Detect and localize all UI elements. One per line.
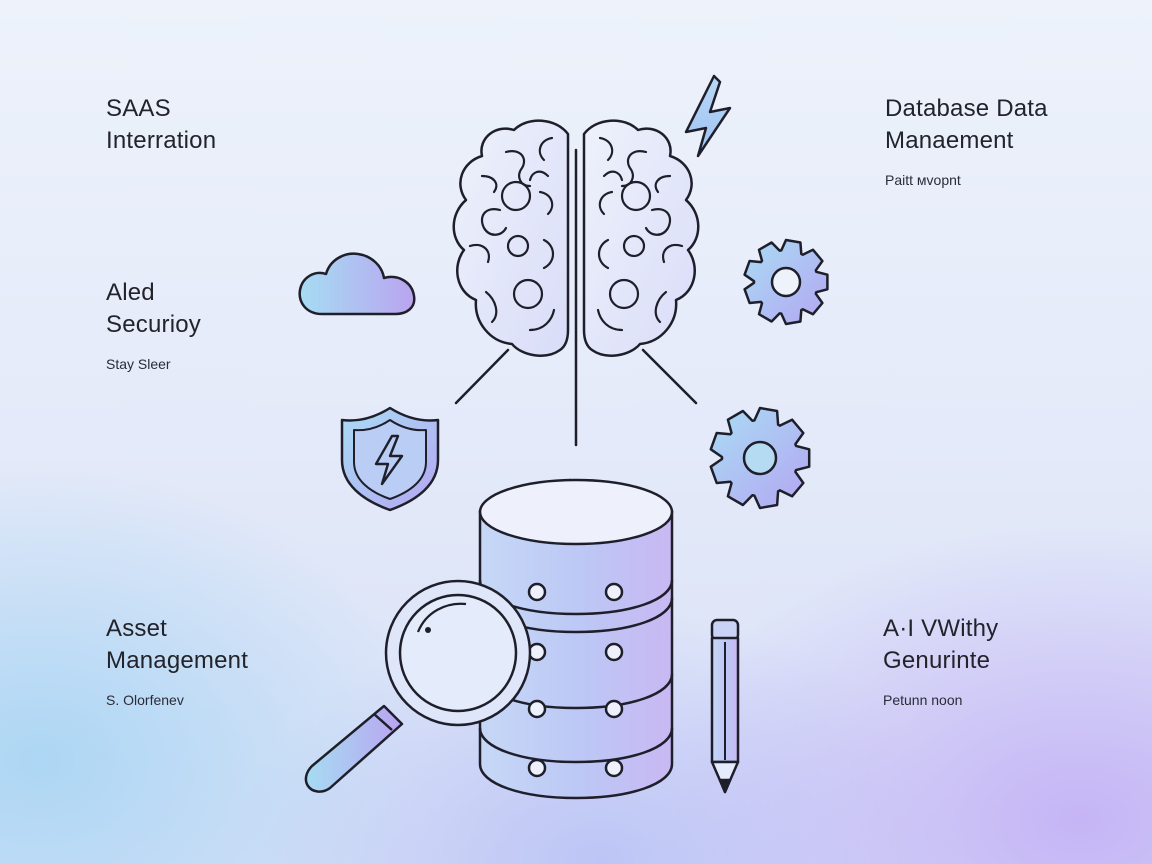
label-title-line1: Aled: [106, 279, 155, 306]
label-subtitle: Petunn noon: [883, 692, 963, 708]
label-aled-security: Aled Securioy Stay Sleer: [106, 277, 201, 373]
label-subtitle: Paitt мvopnt: [885, 172, 961, 188]
label-title-line2: Interration: [106, 127, 217, 154]
label-title-line2: Management: [106, 647, 249, 674]
label-title-line1: Database Data: [885, 95, 1048, 122]
database-icon: [478, 478, 674, 800]
cloud-icon: [298, 252, 416, 316]
label-title-line1: Asset: [106, 615, 168, 642]
magnifier-icon: [304, 579, 532, 793]
brain-icon: [452, 119, 700, 357]
label-subtitle: Stay Sleer: [106, 356, 171, 372]
label-database-data-management: Database Data Manaеment Paitt мvopnt: [885, 93, 1048, 189]
label-subtitle: S. Olorfenev: [106, 692, 184, 708]
gear-icon: [709, 406, 811, 510]
label-title-line1: SAAS: [106, 95, 171, 122]
label-saas-integration: SAAS Interration: [106, 93, 216, 157]
label-title-line2: Genurinte: [883, 647, 991, 674]
label-ai-genurinte: A·I VWithy Genurinte Petunn noon: [883, 613, 998, 709]
label-title-line1: A·I VWithy: [883, 615, 999, 642]
shield-lightning-icon: [340, 406, 440, 512]
pencil-icon: [710, 618, 740, 794]
label-title-line2: Securioy: [106, 311, 201, 338]
label-asset-management: Asset Management S. Olorfenev: [106, 613, 248, 709]
gear-icon: [743, 238, 829, 326]
label-title-line2: Manaеment: [885, 127, 1014, 154]
lightning-icon: [684, 74, 732, 158]
